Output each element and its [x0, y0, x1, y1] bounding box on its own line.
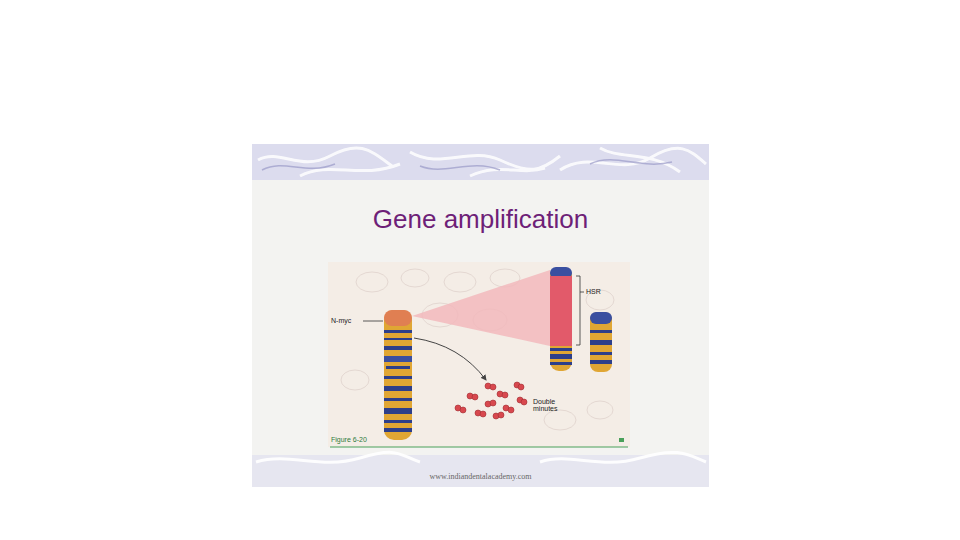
gene-label: N-myc [331, 317, 365, 324]
figure-inset [328, 262, 630, 447]
amplification-wedge [412, 270, 550, 346]
leader-line [363, 321, 383, 322]
curved-arrow [414, 338, 486, 380]
hsr-bracket [576, 276, 584, 345]
top-band [252, 144, 709, 180]
figure-rule [330, 447, 628, 448]
slide-title: Gene amplification [252, 206, 709, 233]
structure-label: Double minutes [533, 398, 567, 413]
chromosome [384, 310, 412, 440]
band-swirls-dark [262, 160, 672, 170]
figure-number: Figure 6-20 [331, 436, 411, 443]
small-chromosome [590, 312, 612, 372]
band-swirls [258, 148, 706, 176]
bottom-swirls [256, 452, 706, 462]
hsr-chromosome [550, 267, 572, 371]
figure-marker [619, 438, 624, 442]
slide-panel [252, 144, 709, 487]
bottom-band [252, 455, 709, 487]
background-cells [341, 269, 614, 430]
double-minutes [455, 382, 527, 419]
watermark: www.indiandentalacademy.com [252, 473, 709, 481]
region-label: HSR [586, 288, 616, 295]
